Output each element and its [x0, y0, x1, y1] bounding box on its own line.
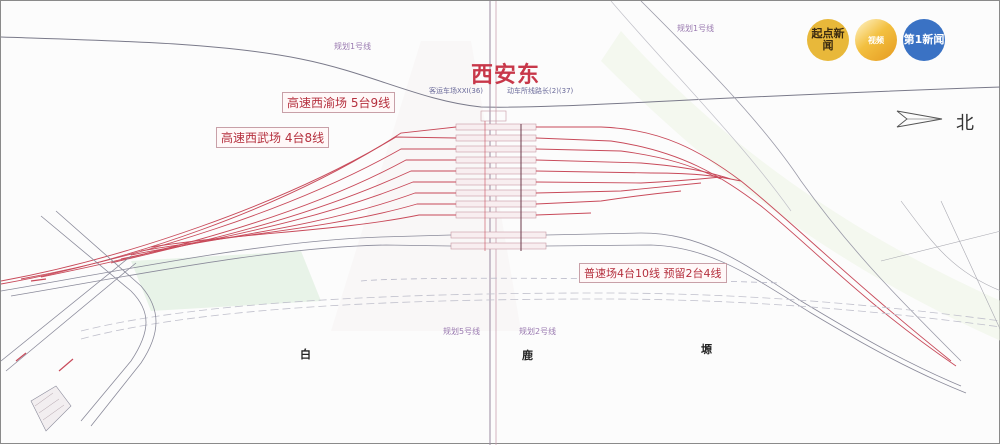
- station-title: 西安东: [471, 62, 541, 88]
- area-char-bai: 白: [300, 348, 311, 361]
- north-arrow-icon: [896, 110, 943, 128]
- north-label: 北: [956, 113, 974, 134]
- yard-label-pusu: 普速场4台10线 预留2台4线: [579, 263, 727, 283]
- yard-label-xiwu: 高速西武场 4台8线: [216, 127, 330, 148]
- area-char-yuan: 塬: [701, 343, 712, 356]
- subtitle-left: 客运车场XXI(36): [429, 87, 484, 95]
- road-label-4: 规划2号线: [519, 327, 557, 336]
- media-logos: 起点新闻 视频 第1新闻: [807, 19, 945, 61]
- logo-qidian: 起点新闻: [807, 19, 849, 61]
- road-label-3: 规划5号线: [443, 327, 481, 336]
- subtitle-right: 动车所线路长(2)(37): [507, 87, 574, 95]
- area-char-lu: 鹿: [522, 349, 533, 362]
- logo-diyi: 第1新闻: [903, 19, 945, 61]
- logo-video: 视频: [855, 19, 897, 61]
- road-label-2: 规划1号线: [677, 24, 715, 33]
- yard-label-xiyu: 高速西渝场 5台9线: [282, 92, 396, 113]
- road-label-1: 规划1号线: [334, 42, 372, 51]
